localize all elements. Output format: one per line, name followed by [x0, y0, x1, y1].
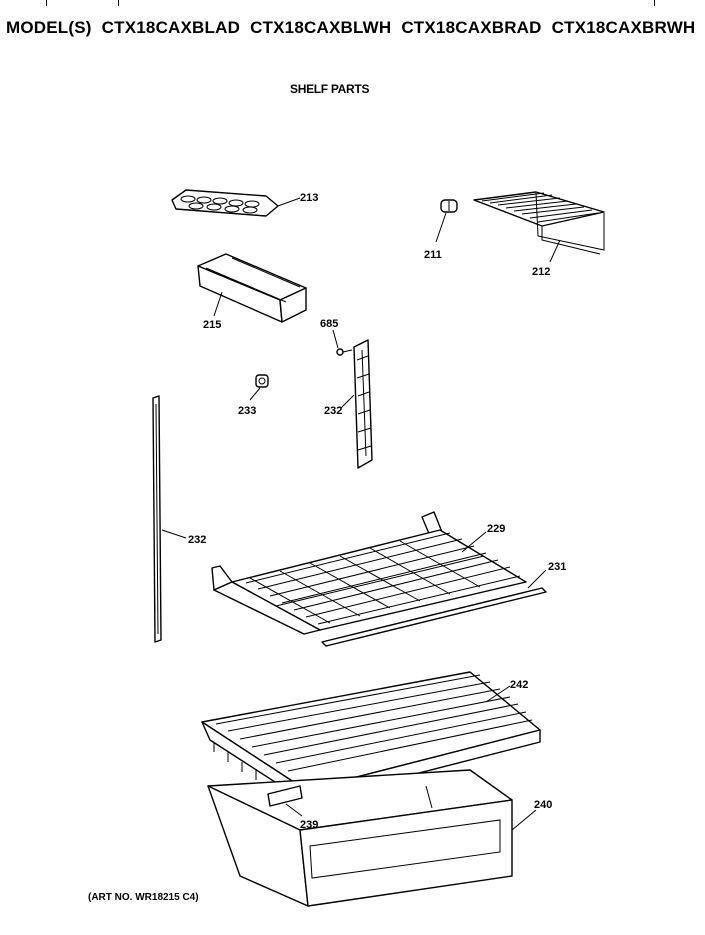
leader-215 — [213, 291, 223, 317]
scan-mark — [46, 0, 47, 6]
leader-685 — [332, 329, 339, 349]
callout-232: 232 — [324, 405, 342, 417]
leader-229 — [461, 531, 487, 553]
leader-240 — [511, 809, 537, 831]
part-685-screw[interactable] — [336, 348, 353, 356]
callout-211: 211 — [424, 249, 442, 261]
part-229-cantilever-shelf[interactable] — [211, 511, 527, 635]
callout-685: 685 — [320, 318, 338, 330]
callout-229: 229 — [487, 523, 505, 535]
callout-213: 213 — [300, 192, 318, 204]
part-232-shelf-track-long[interactable] — [152, 395, 162, 643]
leader-213 — [277, 197, 301, 207]
model-number: CTX18CAXBLAD — [101, 18, 241, 37]
part-239-slide[interactable] — [267, 785, 303, 807]
part-232-shelf-track-short[interactable] — [353, 339, 373, 469]
part-215-door-bin[interactable] — [197, 253, 307, 323]
scan-mark — [118, 0, 119, 6]
art-number: (ART NO. WR18215 C4) — [88, 892, 199, 903]
callout-240: 240 — [534, 799, 552, 811]
wire-shelf-rods — [481, 192, 599, 223]
part-231-shelf-trim[interactable] — [321, 587, 547, 647]
egg-tray-cups — [180, 195, 260, 214]
leader-233 — [249, 387, 261, 401]
leader-231 — [527, 569, 547, 589]
model-prefix: MODEL(S) — [6, 18, 92, 37]
cover-grooves — [215, 674, 533, 772]
callout-232: 232 — [188, 534, 206, 546]
part-240-crisper-drawer[interactable] — [207, 769, 513, 907]
model-number: CTX18CAXBRAD — [401, 18, 542, 37]
part-233-bearing[interactable] — [255, 374, 269, 388]
model-number: CTX18CAXBRWH — [551, 18, 696, 37]
part-213-egg-tray[interactable] — [171, 189, 279, 217]
leader-242 — [485, 685, 511, 703]
callout-242: 242 — [510, 679, 528, 691]
section-title: SHELF PARTS — [290, 82, 370, 96]
leader-239 — [285, 803, 303, 817]
leader-212 — [549, 239, 561, 263]
leader-232 — [340, 394, 355, 409]
leader-211 — [435, 212, 447, 243]
leader-232 — [161, 529, 187, 539]
scan-mark — [654, 0, 655, 6]
callout-239: 239 — [300, 819, 318, 831]
callout-233: 233 — [238, 405, 256, 417]
exploded-parts-diagram: 213 211 212 215 — [152, 189, 605, 907]
callout-215: 215 — [203, 319, 221, 331]
model-number: CTX18CAXBLWH — [250, 18, 392, 37]
callout-231: 231 — [548, 561, 566, 573]
callout-212: 212 — [532, 266, 550, 278]
cover-underside-ribs — [213, 742, 257, 780]
shelf-rods — [245, 532, 521, 625]
part-211-shelf-support[interactable] — [440, 199, 458, 213]
model-header: MODEL(S) CTX18CAXBLAD CTX18CAXBLWH CTX18CAX… — [6, 18, 695, 38]
part-212-wire-shelf[interactable] — [473, 191, 605, 255]
